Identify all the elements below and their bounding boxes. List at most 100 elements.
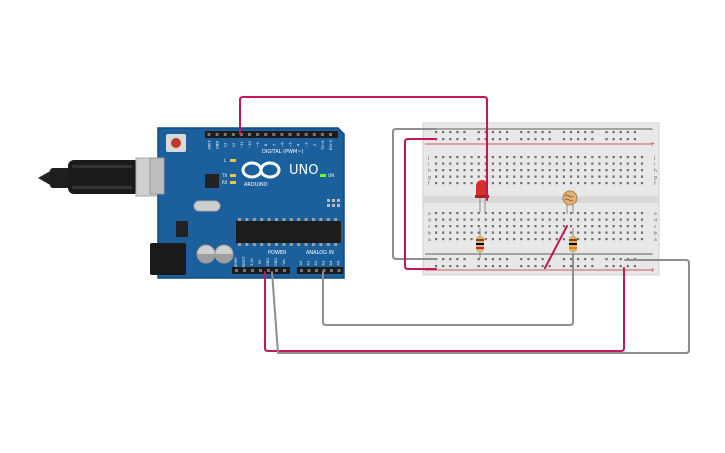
breadboard-hole — [470, 162, 473, 165]
breadboard-hole — [477, 218, 480, 221]
rail-hole — [442, 131, 445, 134]
breadboard-hole — [591, 231, 594, 234]
breadboard-hole — [598, 182, 601, 185]
rail-hole — [456, 258, 459, 261]
led-red[interactable] — [475, 180, 489, 212]
breadboard-hole — [484, 238, 487, 241]
breadboard-hole — [605, 162, 608, 165]
rail-hole — [463, 131, 466, 134]
rail-hole — [484, 138, 487, 141]
breadboard-hole — [612, 238, 615, 241]
pin-hole — [251, 269, 254, 272]
breadboard-hole — [442, 175, 445, 178]
breadboard-hole — [598, 169, 601, 172]
breadboard-hole — [520, 175, 523, 178]
breadboard-hole — [541, 218, 544, 221]
breadboard-hole — [640, 175, 644, 178]
pin-hole — [267, 269, 270, 272]
wire-gnd-rail[interactable] — [271, 259, 690, 354]
wire-vcc-rail-loop[interactable] — [404, 138, 437, 270]
breadboard-hole — [633, 182, 636, 185]
row-letter: i — [428, 162, 429, 168]
led-rx — [230, 181, 236, 184]
pin-hole — [235, 269, 238, 272]
breadboard-hole — [626, 212, 629, 215]
breadboard-hole — [463, 182, 466, 185]
analog-header[interactable] — [297, 267, 343, 274]
resistor-led[interactable] — [476, 228, 484, 258]
breadboard-hole — [591, 182, 594, 185]
pin-hole — [264, 133, 268, 136]
breadboard-hole — [569, 162, 573, 165]
row-letter: h — [428, 168, 431, 174]
wire-gnd-rail-loop[interactable] — [392, 128, 437, 260]
wire-a0-ldr[interactable] — [322, 253, 574, 326]
pin-hole — [215, 133, 219, 136]
breadboard-hole — [548, 156, 551, 159]
digital-pin-label: GND — [216, 141, 220, 149]
row-letter: g — [428, 176, 431, 181]
rail-hole — [562, 258, 565, 261]
rail-hole — [484, 265, 487, 268]
breadboard-hole — [506, 169, 509, 172]
led-on — [320, 174, 326, 177]
breadboard-hole — [640, 156, 644, 159]
breadboard-hole — [569, 212, 573, 215]
chip-leg — [289, 218, 293, 221]
breadboard-hole — [463, 162, 466, 165]
breadboard-hole — [555, 225, 558, 228]
chip-legs — [238, 218, 338, 246]
chip-leg — [319, 218, 323, 221]
breadboard-hole — [513, 225, 516, 228]
resistor-ldr[interactable] — [569, 228, 577, 258]
rail-hole — [633, 265, 636, 268]
breadboard-hole — [633, 162, 636, 165]
rail-hole — [534, 258, 537, 261]
wire-5v-rail[interactable] — [264, 267, 625, 352]
breadboard-hole — [491, 238, 494, 241]
breadboard-hole — [555, 162, 558, 165]
breadboard-hole — [619, 218, 622, 221]
rail-hole — [569, 131, 573, 134]
breadboard-hole — [435, 218, 438, 221]
pin-hole — [248, 133, 251, 136]
chip-leg — [275, 243, 278, 246]
breadboard-hole — [612, 175, 615, 178]
row-letter: f — [428, 181, 430, 187]
power-pin-label: Vin — [282, 259, 286, 264]
photoresistor[interactable] — [562, 190, 578, 214]
breadboard-hole — [513, 162, 516, 165]
analog-pin-label: A4 — [329, 260, 333, 265]
rail-hole — [577, 265, 580, 268]
chip-leg — [297, 243, 301, 246]
breadboard-hole — [477, 156, 480, 159]
chip-leg — [289, 243, 293, 246]
wire-ldr-jumper[interactable] — [544, 225, 568, 269]
breadboard-hole — [555, 182, 558, 185]
rail-hole — [520, 265, 523, 268]
breadboard-hole — [506, 212, 509, 215]
breadboard-hole — [562, 182, 565, 185]
wire-pin13-led[interactable] — [239, 96, 488, 201]
breadboard-hole — [449, 212, 452, 215]
rail-hole — [520, 131, 523, 134]
digital-pin-label: 12 — [232, 143, 236, 148]
rail-hole — [562, 131, 565, 134]
digital-header[interactable] — [205, 131, 338, 138]
row-letter: c — [428, 225, 431, 230]
breadboard-hole — [626, 162, 629, 165]
breadboard-hole — [541, 162, 544, 165]
breadboard-hole — [498, 162, 502, 165]
breadboard-hole — [527, 175, 530, 178]
breadboard-hole — [449, 231, 452, 234]
rail-hole — [534, 138, 537, 141]
pin-hole — [337, 269, 341, 272]
rail-hole — [449, 131, 452, 134]
capacitor-1 — [196, 244, 216, 264]
rail-hole — [569, 138, 573, 141]
led-label-rx: RX — [222, 180, 228, 185]
pin-hole — [283, 269, 286, 272]
breadboard-hole — [527, 182, 530, 185]
